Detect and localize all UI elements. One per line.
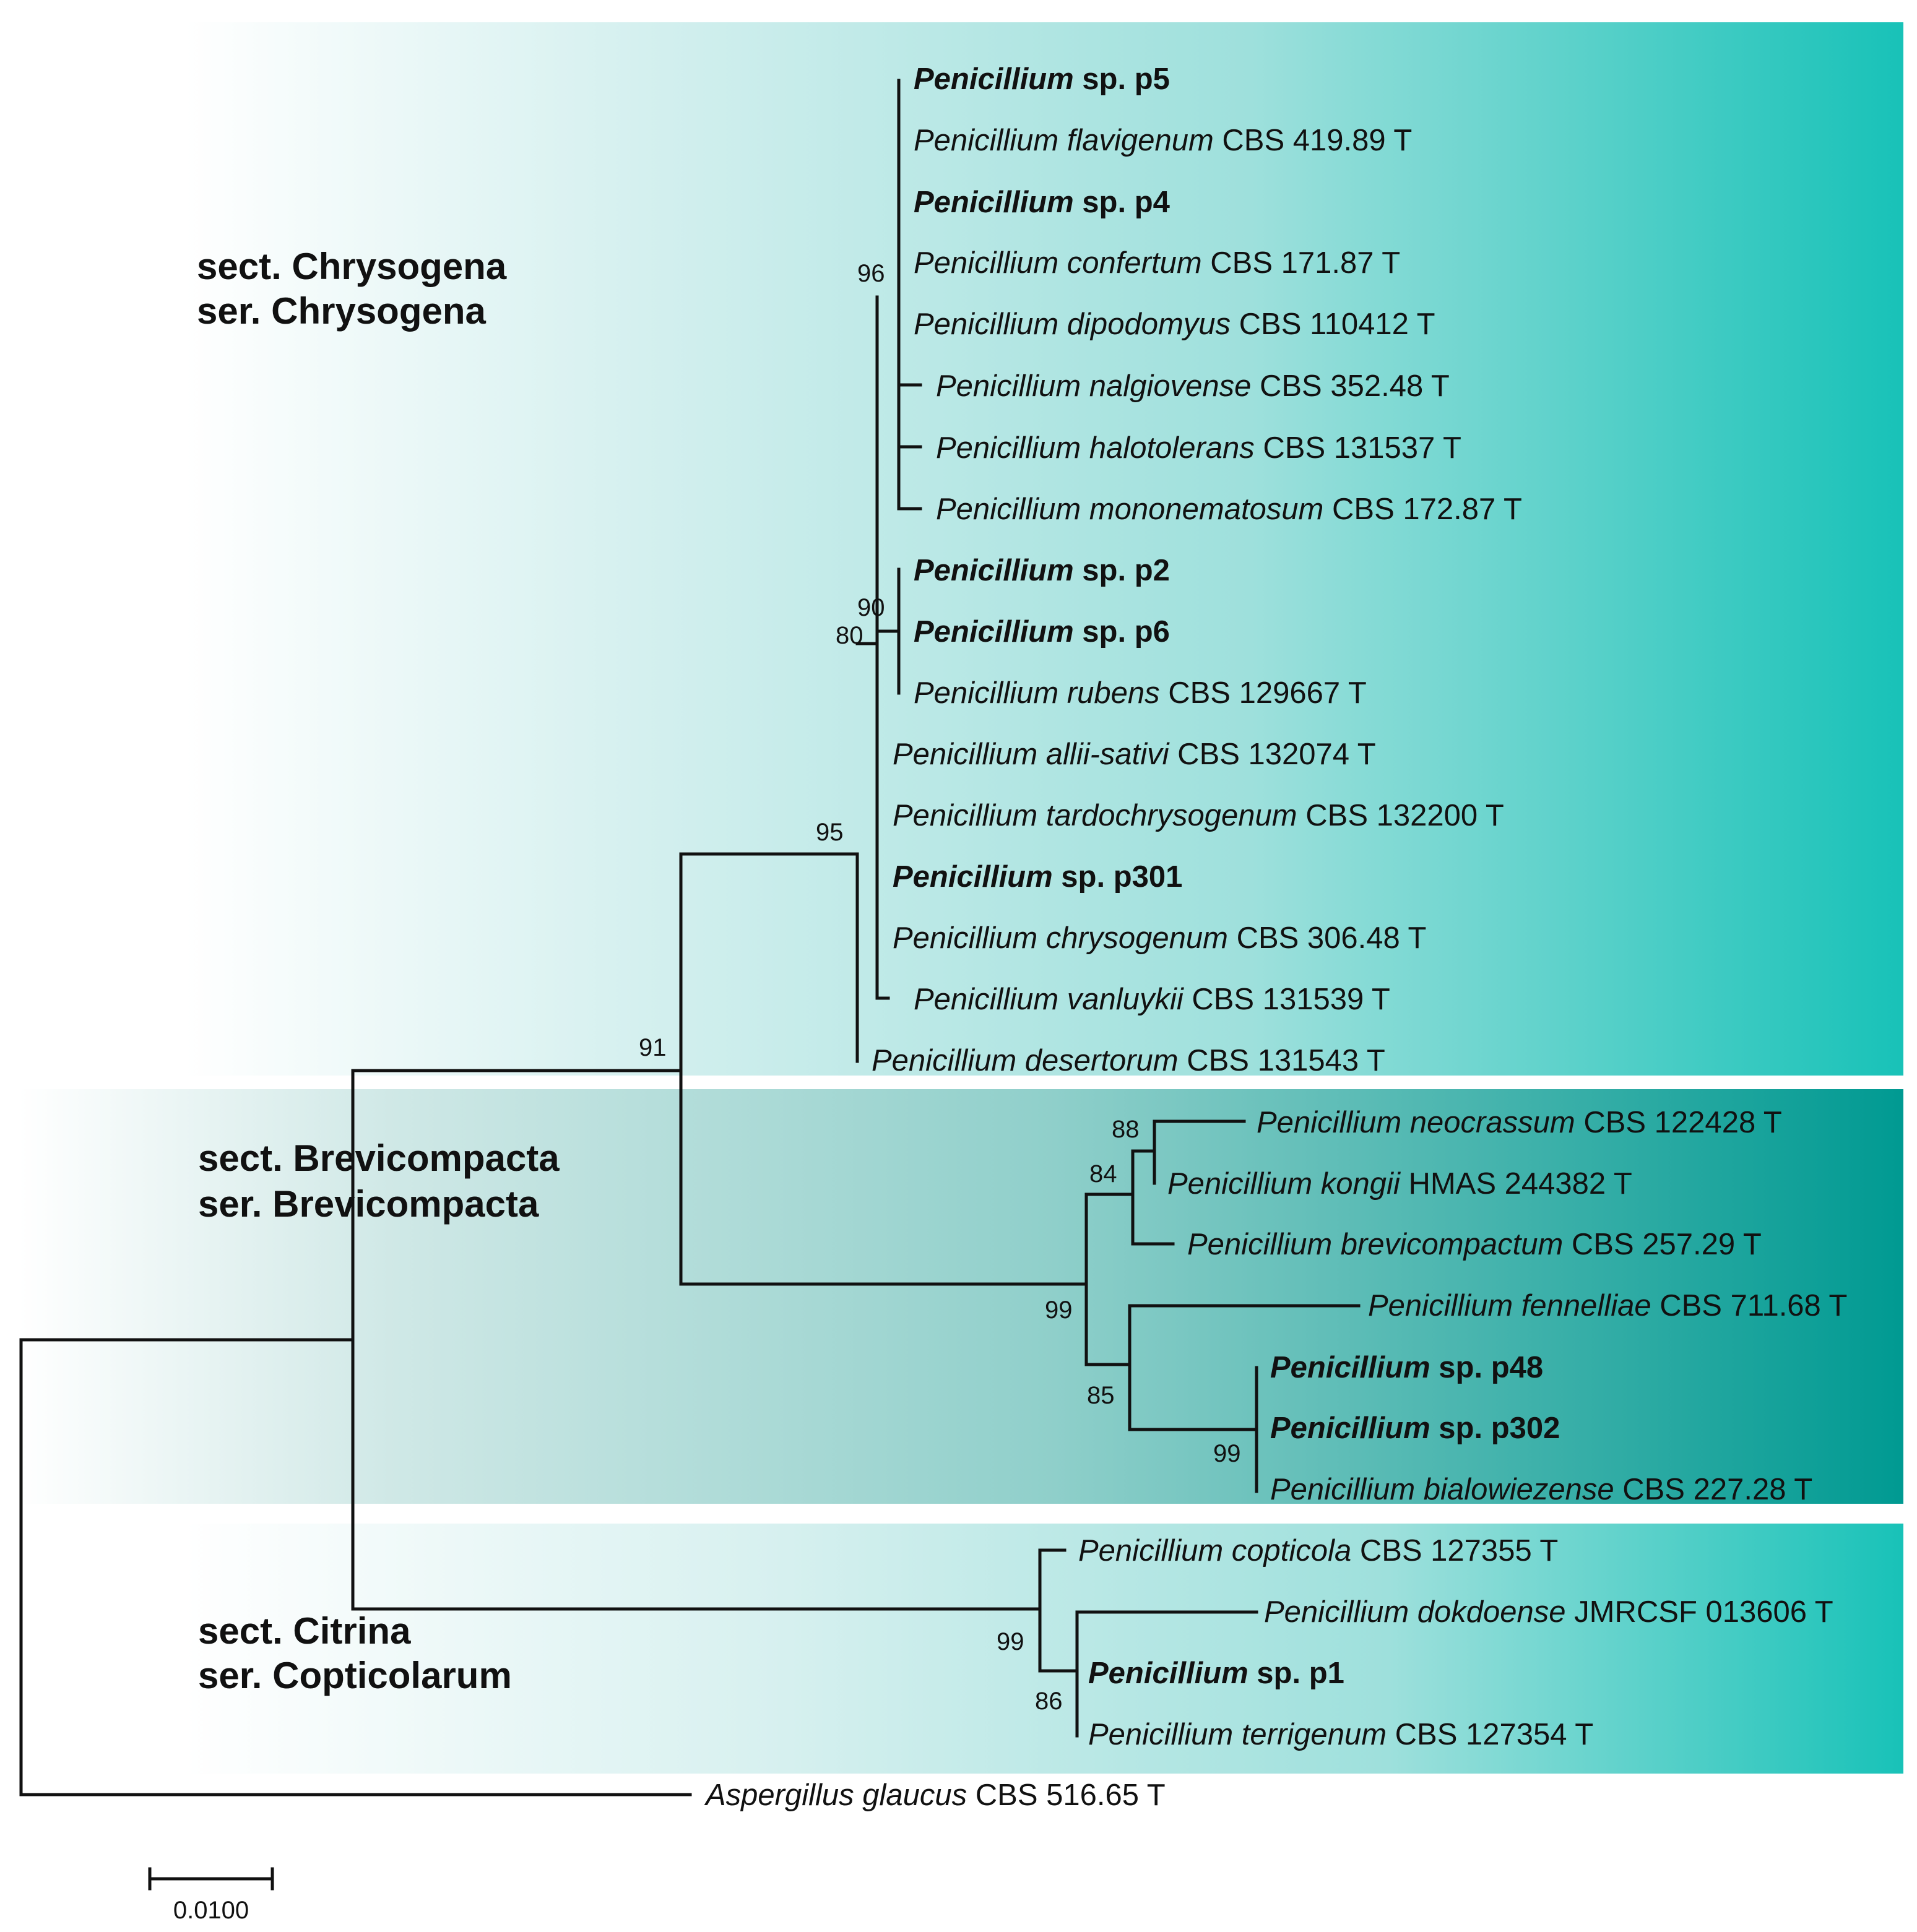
section-label-citrina-sect: sect. Citrina: [198, 1610, 411, 1652]
section-label-citrina-ser: ser. Copticolarum: [198, 1655, 512, 1696]
taxon-label: Penicillium terrigenum CBS 127354 T: [1088, 1718, 1593, 1751]
bootstrap-value: 99: [997, 1628, 1024, 1655]
taxon-label: Penicillium sp. p6: [914, 615, 1170, 649]
taxon-label: Penicillium mononematosum CBS 172.87 T: [936, 493, 1522, 526]
bootstrap-value: 99: [1045, 1296, 1073, 1324]
bootstrap-value: 88: [1112, 1116, 1140, 1143]
taxon-labels: Penicillium sp. p5 Penicillium flavigenu…: [704, 63, 1847, 1812]
taxon-label: Penicillium dokdoense JMRCSF 013606 T: [1264, 1595, 1833, 1629]
bootstrap-values: 96 90 80 95 91 88 84 99 85 99 99 86: [639, 260, 1241, 1715]
taxon-label: Penicillium confertum CBS 171.87 T: [914, 246, 1400, 280]
section-label-brevicompacta-ser: ser. Brevicompacta: [198, 1183, 539, 1225]
taxon-label: Penicillium allii-sativi CBS 132074 T: [893, 738, 1376, 771]
section-label-chrysogena-ser: ser. Chrysogena: [197, 290, 487, 332]
tree-branches: [19, 79, 1361, 1796]
scale-bar: 0.0100: [148, 1867, 274, 1924]
section-labels: sect. Chrysogena ser. Chrysogena sect. B…: [197, 246, 560, 1696]
bootstrap-value: 99: [1213, 1440, 1241, 1467]
taxon-label: Penicillium sp. p302: [1270, 1412, 1560, 1445]
taxon-label: Penicillium desertorum CBS 131543 T: [872, 1044, 1385, 1077]
taxon-label: Penicillium sp. p5: [914, 63, 1170, 96]
taxon-label: Penicillium rubens CBS 129667 T: [914, 676, 1367, 710]
section-band-chrysogena: [186, 22, 1903, 1076]
taxon-label: Penicillium sp. p2: [914, 554, 1170, 587]
taxon-label: Penicillium chrysogenum CBS 306.48 T: [893, 921, 1426, 955]
bootstrap-value: 84: [1089, 1160, 1117, 1188]
taxon-label: Penicillium nalgiovense CBS 352.48 T: [936, 369, 1450, 403]
taxon-label: Penicillium sp. p4: [914, 186, 1170, 219]
bootstrap-value: 86: [1035, 1688, 1063, 1715]
taxon-label: Penicillium sp. p1: [1088, 1657, 1344, 1690]
taxon-label: Penicillium sp. p48: [1270, 1351, 1543, 1384]
section-label-chrysogena-sect: sect. Chrysogena: [197, 246, 507, 287]
taxon-label: Penicillium kongii HMAS 244382 T: [1167, 1167, 1632, 1201]
section-band-brevicompacta: [19, 1089, 1903, 1504]
section-band-citrina: [186, 1524, 1903, 1774]
taxon-label: Penicillium sp. p301: [893, 860, 1182, 894]
bootstrap-value: 95: [816, 819, 844, 846]
taxon-label: Penicillium dipodomyus CBS 110412 T: [914, 308, 1435, 341]
bootstrap-value: 91: [639, 1034, 667, 1061]
taxon-label: Penicillium bialowiezense CBS 227.28 T: [1270, 1473, 1812, 1506]
taxon-label: Penicillium fennelliae CBS 711.68 T: [1368, 1289, 1847, 1322]
taxon-label: Penicillium flavigenum CBS 419.89 T: [914, 124, 1412, 157]
taxon-label: Penicillium copticola CBS 127355 T: [1078, 1534, 1558, 1568]
taxon-label: Aspergillus glaucus CBS 516.65 T: [704, 1779, 1166, 1812]
taxon-label: Penicillium halotolerans CBS 131537 T: [936, 431, 1461, 465]
taxon-label: Penicillium tardochrysogenum CBS 132200 …: [893, 799, 1504, 832]
taxon-label: Penicillium brevicompactum CBS 257.29 T: [1187, 1228, 1762, 1261]
taxon-label: Penicillium vanluykii CBS 131539 T: [914, 983, 1390, 1016]
section-label-brevicompacta-sect: sect. Brevicompacta: [198, 1137, 560, 1179]
bootstrap-value: 96: [857, 260, 885, 287]
scale-bar-label: 0.0100: [173, 1897, 249, 1924]
bootstrap-value: 85: [1087, 1382, 1115, 1409]
bootstrap-value: 90: [857, 594, 885, 621]
taxon-label: Penicillium neocrassum CBS 122428 T: [1257, 1106, 1782, 1139]
bootstrap-value: 80: [836, 622, 863, 649]
